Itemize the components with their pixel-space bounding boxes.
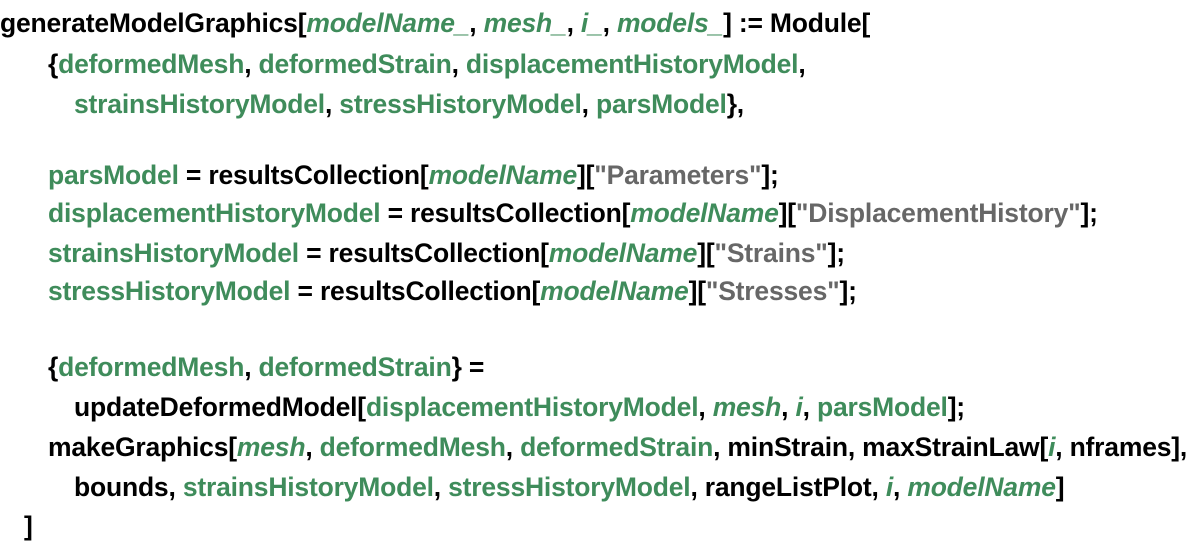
local-symbol: strainsHistoryModel — [182, 472, 434, 502]
string-symbol: "Strains" — [714, 238, 828, 268]
code-token: , — [244, 352, 259, 382]
code-token: , — [324, 89, 340, 119]
local-symbol: displacementHistoryModel — [365, 392, 699, 422]
local-symbol: deformedStrain — [258, 352, 452, 382]
local-symbol: parsModel — [816, 392, 948, 422]
code-token: , rangeListPlot, — [690, 472, 886, 502]
pattern-symbol: modelName_ — [306, 8, 470, 38]
code-token: , minStrain, maxStrainLaw[ — [713, 432, 1049, 462]
code-token: , — [893, 472, 908, 502]
code-line: bounds, strainsHistoryModel, stressHisto… — [74, 472, 1065, 502]
code-token: , — [469, 8, 484, 38]
code-token: ][ — [697, 238, 715, 268]
code-token: = resultsCollection[ — [380, 198, 631, 228]
code-line: makeGraphics[mesh, deformedMesh, deforme… — [48, 432, 1187, 462]
local-symbol: stressHistoryModel — [448, 472, 691, 502]
local-symbol: deformedStrain — [258, 49, 452, 79]
code-token: } = — [451, 352, 485, 382]
pattern-symbol: models_ — [616, 8, 724, 38]
pattern-symbol: modelName — [548, 238, 698, 268]
string-symbol: "Parameters" — [594, 160, 762, 190]
code-token: ] — [24, 511, 33, 541]
pattern-symbol: i — [885, 472, 893, 502]
code-token: , — [802, 392, 817, 422]
code-token: , — [602, 8, 617, 38]
local-symbol: stressHistoryModel — [339, 89, 582, 119]
pattern-symbol: modelName — [540, 276, 689, 306]
local-symbol: deformedMesh — [58, 352, 245, 382]
local-symbol: deformedMesh — [319, 432, 506, 462]
code-token: , nframes], — [1055, 432, 1188, 462]
local-symbol: stressHistoryModel — [48, 276, 291, 306]
pattern-symbol: i — [795, 392, 803, 422]
code-token: = resultsCollection[ — [290, 276, 541, 306]
code-token: , — [433, 472, 449, 502]
pattern-symbol: mesh_ — [483, 8, 567, 38]
code-token: = resultsCollection[ — [178, 160, 429, 190]
code-line: updateDeformedModel[displacementHistoryM… — [74, 392, 965, 422]
code-token: ]; — [1080, 198, 1098, 228]
local-symbol: strainsHistoryModel — [74, 89, 325, 119]
code-token: , — [505, 432, 521, 462]
code-token: , — [798, 49, 806, 79]
code-token: , — [581, 89, 596, 119]
pattern-symbol: modelName — [630, 198, 779, 228]
local-symbol: parsModel — [595, 89, 727, 119]
code-line: strainsHistoryModel = resultsCollection[… — [48, 238, 845, 268]
code-token: ]; — [827, 238, 845, 268]
code-token: ] := Module[ — [723, 8, 871, 38]
code-token: ]; — [839, 276, 857, 306]
string-symbol: "Stresses" — [705, 276, 840, 306]
pattern-symbol: modelName — [907, 472, 1056, 502]
code-token: , — [305, 432, 320, 462]
local-symbol: strainsHistoryModel — [48, 238, 299, 268]
code-line: strainsHistoryModel, stressHistoryModel,… — [74, 89, 744, 119]
string-symbol: "DisplacementHistory" — [795, 198, 1081, 228]
code-token: updateDeformedModel[ — [74, 392, 366, 422]
pattern-symbol: i_ — [580, 8, 603, 38]
code-token: ]; — [761, 160, 779, 190]
code-token: , — [244, 49, 259, 79]
code-line: displacementHistoryModel = resultsCollec… — [48, 198, 1098, 228]
code-token: , — [781, 392, 796, 422]
code-line: {deformedMesh, deformedStrain} = — [48, 352, 484, 382]
code-token: { — [48, 49, 59, 79]
code-line: {deformedMesh, deformedStrain, displacem… — [48, 49, 806, 79]
code-token: ][ — [778, 198, 796, 228]
code-token: { — [48, 352, 59, 382]
local-symbol: deformedStrain — [520, 432, 714, 462]
pattern-symbol: mesh — [712, 392, 782, 422]
pattern-symbol: mesh — [236, 432, 306, 462]
pattern-symbol: modelName — [428, 160, 578, 190]
code-token: , — [566, 8, 581, 38]
code-token: ]; — [947, 392, 965, 422]
code-token: ] — [1055, 472, 1065, 502]
code-token: bounds, — [74, 472, 183, 502]
code-line: parsModel = resultsCollection[modelName]… — [48, 160, 779, 190]
local-symbol: displacementHistoryModel — [48, 198, 381, 228]
code-token: }, — [726, 89, 744, 119]
local-symbol: parsModel — [48, 160, 179, 190]
code-token: ][ — [688, 276, 706, 306]
pattern-symbol: i — [1048, 432, 1056, 462]
code-line: generateModelGraphics[modelName_, mesh_,… — [0, 8, 870, 38]
code-token: ][ — [576, 160, 595, 190]
code-token: , — [451, 49, 466, 79]
code-token: , — [698, 392, 713, 422]
local-symbol: deformedMesh — [58, 49, 245, 79]
code-token: = resultsCollection[ — [298, 238, 549, 268]
code-line: ] — [24, 511, 33, 541]
code-line: stressHistoryModel = resultsCollection[m… — [48, 276, 857, 306]
code-token: makeGraphics[ — [48, 432, 237, 462]
local-symbol: displacementHistoryModel — [465, 49, 799, 79]
code-token: generateModelGraphics[ — [0, 8, 307, 38]
